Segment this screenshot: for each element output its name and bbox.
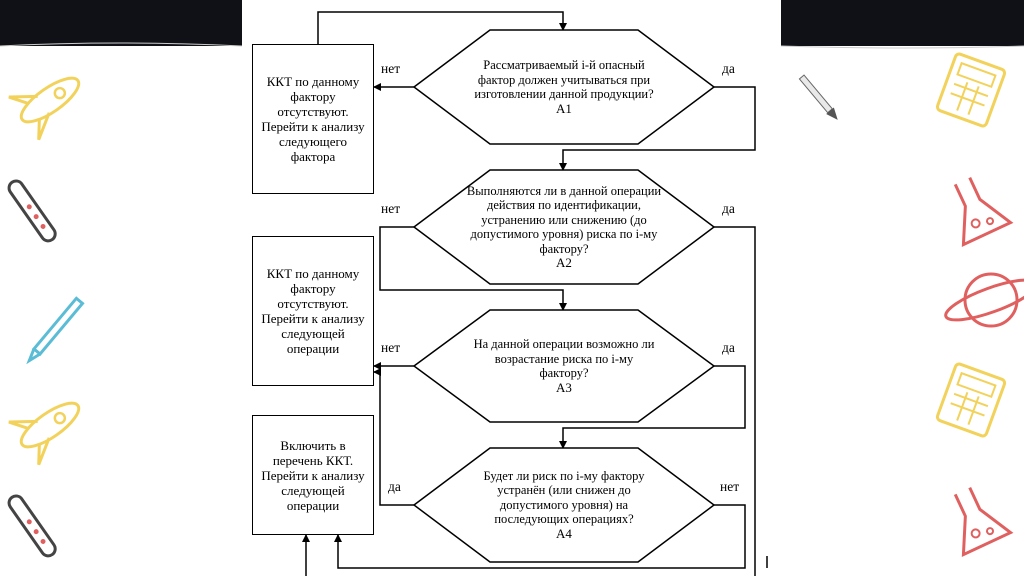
decision-a4-text: Будет ли риск по i-му фактору устранён (… (483, 468, 645, 527)
decision-a3-shape (412, 309, 716, 423)
rocket-icon-2 (8, 401, 81, 466)
decision-a2-text: Выполняются ли в данной операции действи… (466, 183, 662, 256)
label-d1-no: нет (381, 61, 401, 76)
decision-a1-text: Рассматриваемый i-й опасный фактор долже… (474, 58, 654, 101)
decision-a4-shape (412, 447, 716, 563)
decision-a1-code: A1 (556, 100, 572, 116)
decision-a4-code: A4 (556, 525, 572, 541)
label-d4-yes: да (388, 479, 401, 494)
connector-d2-no (379, 226, 567, 311)
action-box-include-kkt: Включить в перечень ККТ. Перейти к анали… (252, 415, 374, 535)
test-tube-icon (7, 179, 57, 243)
label-d3-yes: да (722, 340, 735, 355)
label-d4-no: нет (720, 479, 740, 494)
label-d2-no: нет (381, 201, 401, 216)
action-box-next-factor: ККТ по данному фактору отсутствуют. Пере… (252, 44, 374, 194)
label-d3-no: нет (381, 340, 401, 355)
right-doodles (781, 45, 1024, 557)
pencil-icon (26, 296, 85, 365)
decision-a1-shape (412, 29, 716, 145)
calculator-icon-2 (935, 362, 1007, 438)
flask-icon-2 (953, 486, 1014, 557)
paintbrush-icon (798, 74, 838, 120)
test-tube-icon-2 (7, 494, 57, 558)
action-box-next-operation: ККТ по данному фактору отсутствуют. Пере… (252, 236, 374, 386)
rocket-icon (8, 76, 81, 141)
left-doodles (0, 42, 242, 558)
decision-a1: Рассматриваемый i-й опасный фактор долже… (470, 32, 658, 142)
label-d1-yes: да (722, 61, 735, 76)
connector-return-top (317, 11, 567, 44)
calculator-icon (935, 52, 1007, 128)
decision-a3-code: A3 (556, 379, 572, 395)
decision-a2: Выполняются ли в данной операции действи… (458, 172, 670, 282)
dark-band-left (0, 0, 242, 46)
connector-d1-yes (559, 86, 756, 171)
decision-a4: Будет ли риск по i-му фактору устранён (… (470, 450, 658, 560)
connector-d3-yes (559, 365, 746, 449)
decision-a3: На данной операции возможно ли возрастан… (470, 312, 658, 420)
decision-a2-code: A2 (556, 255, 572, 270)
dark-band-right (781, 0, 1024, 46)
connector-d2-yes (714, 226, 756, 576)
connector-d4-no (334, 504, 746, 569)
connector-d4-yes (373, 368, 414, 506)
flask-icon (953, 176, 1014, 247)
planet-icon (944, 272, 1024, 328)
decision-a3-text: На данной операции возможно ли возрастан… (473, 337, 655, 380)
label-d2-yes: да (722, 201, 735, 216)
decision-a2-shape (412, 169, 716, 285)
